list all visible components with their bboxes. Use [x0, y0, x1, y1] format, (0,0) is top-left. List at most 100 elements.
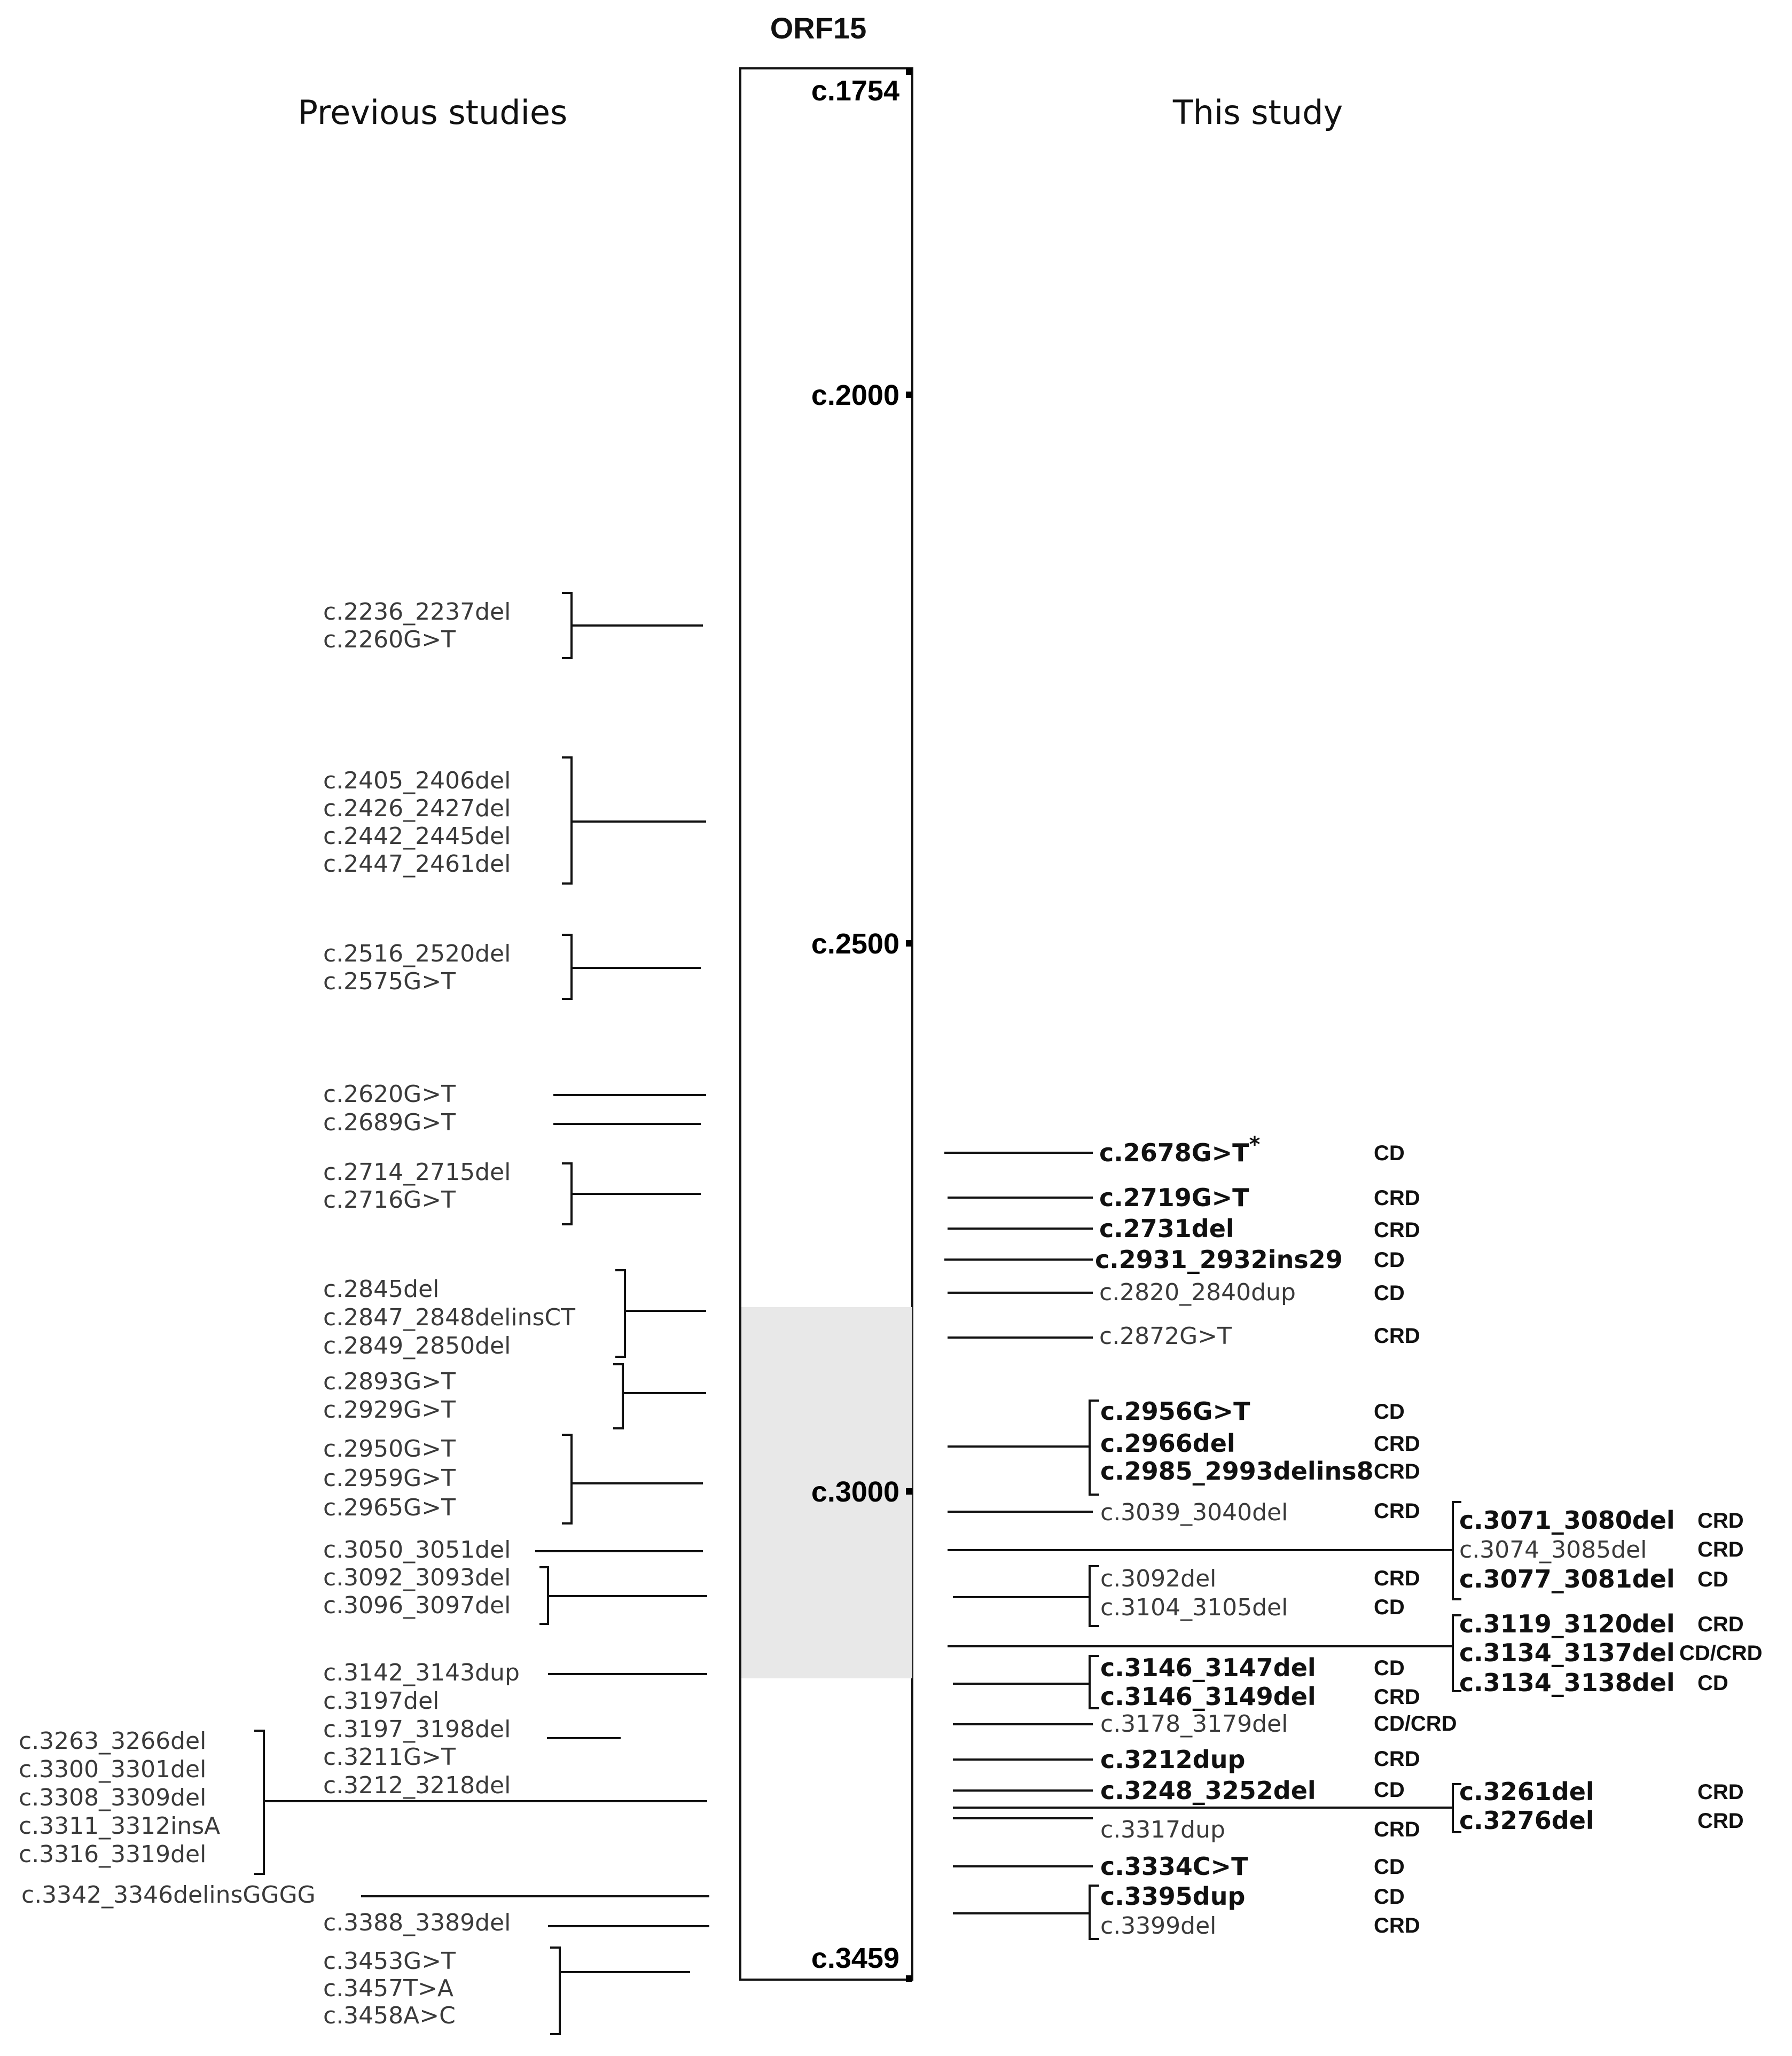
- bracket: [613, 1363, 624, 1429]
- bracket: [254, 1730, 265, 1875]
- previous-variant-label: c.2689G>T: [323, 1109, 456, 1136]
- position-label: c.3000: [811, 1476, 899, 1508]
- previous-variant-label: c.3050_3051del: [323, 1536, 511, 1564]
- study-variant-label: c.2956G>T: [1100, 1397, 1250, 1426]
- phenotype-tag: CRD: [1374, 1747, 1420, 1771]
- previous-variant-label: c.3342_3346delinsGGGG: [21, 1881, 316, 1909]
- phenotype-tag: CRD: [1374, 1914, 1420, 1937]
- this-study-group: c.2678G>T* CD c.2719G>T CRD c.2731del CR…: [944, 1132, 1763, 1940]
- study-variant-label: c.3077_3081del: [1459, 1565, 1675, 1593]
- phenotype-tag: CRD: [1374, 1186, 1420, 1210]
- study-variant-label: c.2931_2932ins29: [1095, 1245, 1343, 1274]
- previous-variant-label: c.3316_3319del: [19, 1841, 206, 1868]
- study-variant-label: c.2872G>T: [1099, 1323, 1232, 1350]
- bracket: [562, 1162, 573, 1225]
- previous-variant-label: c.2620G>T: [323, 1081, 456, 1108]
- position-tick: [906, 68, 912, 75]
- bracket: [1452, 1783, 1461, 1833]
- study-variant-label: c.3395dup: [1100, 1882, 1245, 1911]
- phenotype-tag: CD: [1374, 1248, 1405, 1272]
- study-variant-label: c.3334C>T: [1100, 1852, 1248, 1881]
- previous-variant-label: c.3300_3301del: [19, 1756, 206, 1783]
- bracket: [615, 1269, 626, 1358]
- phenotype-tag: CRD: [1374, 1818, 1420, 1841]
- previous-variant-label: c.2516_2520del: [323, 940, 511, 967]
- study-variant-label: c.3039_3040del: [1100, 1499, 1288, 1526]
- study-variant-label: c.3317dup: [1100, 1816, 1225, 1843]
- header-previous-studies: Previous studies: [298, 93, 568, 132]
- phenotype-tag: CRD: [1374, 1218, 1420, 1242]
- previous-variant-label: c.2426_2427del: [323, 795, 511, 822]
- phenotype-tag: CD: [1374, 1778, 1405, 1802]
- previous-variant-label: c.2845del: [323, 1276, 439, 1303]
- bracket: [562, 756, 573, 885]
- study-variant-label: c.3092del: [1100, 1565, 1216, 1592]
- study-variant-label: c.3134_3137del: [1459, 1638, 1675, 1667]
- previous-variant-label: c.2260G>T: [323, 626, 456, 653]
- diagram-title: ORF15: [770, 11, 867, 45]
- previous-variant-label: c.3388_3389del: [323, 1909, 511, 1936]
- study-variant-label: c.3074_3085del: [1459, 1536, 1647, 1564]
- study-variant-label: c.3261del: [1459, 1777, 1594, 1806]
- phenotype-tag: CRD: [1374, 1685, 1420, 1709]
- position-tick: [906, 1975, 912, 1982]
- phenotype-tag: CD: [1374, 1885, 1405, 1909]
- phenotype-tag: CRD: [1697, 1509, 1744, 1533]
- bracket: [1089, 1885, 1099, 1940]
- position-tick: [906, 1488, 912, 1495]
- phenotype-tag: CD: [1697, 1671, 1728, 1695]
- previous-variant-label: c.3458A>C: [323, 2002, 456, 2029]
- bracket: [1089, 1565, 1099, 1627]
- phenotype-tag: CD: [1374, 1855, 1405, 1879]
- study-variant-label: c.2820_2840dup: [1099, 1279, 1296, 1306]
- study-variant-label: c.3146_3147del: [1100, 1653, 1316, 1682]
- study-variant-label: c.2719G>T: [1099, 1183, 1249, 1212]
- phenotype-tag: CD: [1374, 1656, 1405, 1680]
- previous-variant-label: c.2893G>T: [323, 1368, 456, 1395]
- previous-variant-label: c.2849_2850del: [323, 1332, 511, 1359]
- previous-variant-label: c.3311_3312insA: [19, 1812, 220, 1840]
- previous-variant-label: c.3092_3093del: [323, 1564, 511, 1591]
- asterisk-marker: *: [1249, 1132, 1260, 1157]
- study-variant-label: c.3146_3149del: [1100, 1682, 1316, 1711]
- phenotype-tag: CD/CRD: [1679, 1641, 1763, 1665]
- phenotype-tag: CRD: [1697, 1809, 1744, 1833]
- previous-variant-label: c.3197_3198del: [323, 1716, 511, 1743]
- phenotype-tag: CRD: [1374, 1432, 1420, 1456]
- previous-variant-label: c.2959G>T: [323, 1465, 456, 1492]
- position-label: c.2000: [811, 379, 899, 411]
- bracket: [1089, 1655, 1099, 1709]
- bracket: [550, 1946, 561, 2035]
- previous-variant-label: c.3457T>A: [323, 1975, 453, 2002]
- study-variant-label: c.3134_3138del: [1459, 1668, 1675, 1697]
- bracket: [562, 592, 573, 659]
- previous-variant-label: c.2716G>T: [323, 1186, 456, 1214]
- position-label: c.3459: [811, 1942, 899, 1974]
- phenotype-tag: CD: [1374, 1142, 1405, 1165]
- previous-variant-label: c.2575G>T: [323, 968, 456, 995]
- position-label: c.1754: [811, 75, 899, 107]
- previous-variant-label: c.3096_3097del: [323, 1592, 511, 1619]
- phenotype-tag: CRD: [1374, 1567, 1420, 1590]
- header-this-study: This study: [1172, 93, 1343, 132]
- bracket: [1089, 1400, 1099, 1496]
- phenotype-tag: CD/CRD: [1374, 1712, 1457, 1736]
- bracket: [1452, 1501, 1461, 1600]
- previous-variant-label: c.3142_3143dup: [323, 1659, 520, 1686]
- previous-variant-label: c.3453G>T: [323, 1948, 456, 1975]
- study-variant-label: c.3071_3080del: [1459, 1506, 1675, 1535]
- study-variant-label: c.2966del: [1100, 1429, 1235, 1458]
- previous-studies-group: c.2236_2237del c.2260G>T c.2405_2406del …: [19, 592, 709, 2035]
- study-variant-label: c.3178_3179del: [1100, 1710, 1288, 1738]
- bracket: [1452, 1614, 1461, 1692]
- previous-variant-label: c.2929G>T: [323, 1396, 456, 1424]
- study-variant-label: c.3212dup: [1100, 1745, 1245, 1774]
- phenotype-tag: CD: [1697, 1568, 1728, 1591]
- position-markers: c.1754 c.2000 c.2500 c.3000 c.3459: [811, 68, 912, 1982]
- previous-variant-label: c.3197del: [323, 1687, 439, 1715]
- position-tick: [906, 392, 912, 398]
- phenotype-tag: CRD: [1697, 1613, 1744, 1636]
- phenotype-tag: CRD: [1697, 1538, 1744, 1561]
- previous-variant-label: c.2847_2848delinsCT: [323, 1304, 575, 1331]
